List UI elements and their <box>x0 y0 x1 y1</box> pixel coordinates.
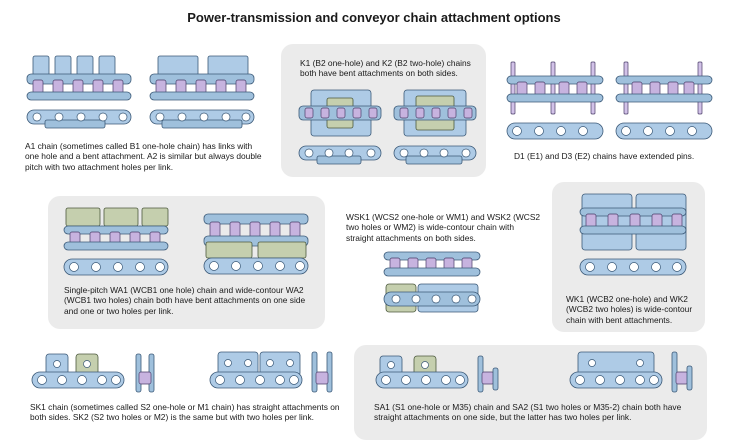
wk-chain-side-illustration <box>579 258 687 276</box>
sk-chain-caption: SK1 chain (sometimes called S2 one-hole … <box>30 402 340 423</box>
d3-chain-side-illustration <box>615 122 713 140</box>
wsk-chain-side-illustration <box>383 283 481 313</box>
a-chain-caption: A1 chain (sometimes called B1 one-hole c… <box>25 141 262 172</box>
sk1-chain-side-illustration <box>31 353 125 389</box>
sa1-chain-side-illustration <box>375 355 469 389</box>
wa-chain-caption: Single-pitch WA1 (WCB1 one hole) chain a… <box>64 285 306 316</box>
a2-chain-top-illustration <box>149 55 255 101</box>
wk-chain-top-illustration <box>579 193 687 251</box>
sk2-chain-side-illustration <box>209 351 303 389</box>
a1-chain-side-illustration <box>26 109 132 129</box>
sa2-chain-side-illustration <box>569 351 663 389</box>
sa1-chain-end-illustration <box>477 355 499 393</box>
sa-chain-caption: SA1 (S1 one-hole or M35) chain and SA2 (… <box>374 402 682 423</box>
k2-chain-side-illustration <box>393 145 477 165</box>
a1-chain-top-illustration <box>26 55 132 101</box>
page-title: Power-transmission and conveyor chain at… <box>187 10 561 25</box>
wsk-chain-top-illustration <box>383 251 481 277</box>
a2-chain-side-illustration <box>149 109 255 129</box>
d1-chain-side-illustration <box>506 122 604 140</box>
k2-chain-top-illustration <box>393 89 477 137</box>
k1-chain-top-illustration <box>298 89 382 137</box>
sk2-chain-end-illustration <box>311 351 333 393</box>
wa1-chain-top-illustration <box>63 207 169 251</box>
k1-chain-side-illustration <box>298 145 382 165</box>
k-chain-caption: K1 (B2 one-hole) and K2 (B2 two-hole) ch… <box>300 58 471 79</box>
sa2-chain-end-illustration <box>671 351 693 393</box>
wa2-chain-side-illustration <box>203 241 309 275</box>
wk-chain-caption: WK1 (WCB2 one-hole) and WK2 (WCB2 two ho… <box>566 294 693 325</box>
d1-chain-top-illustration <box>506 61 604 115</box>
wsk-chain-caption: WSK1 (WCS2 one-hole or WM1) and WSK2 (WC… <box>346 212 541 243</box>
d-chain-caption: D1 (E1) and D3 (E2) chains have extended… <box>514 151 695 161</box>
d3-chain-top-illustration <box>615 61 713 115</box>
sk1-chain-end-illustration <box>135 353 155 393</box>
wa1-chain-side-illustration <box>63 258 169 276</box>
